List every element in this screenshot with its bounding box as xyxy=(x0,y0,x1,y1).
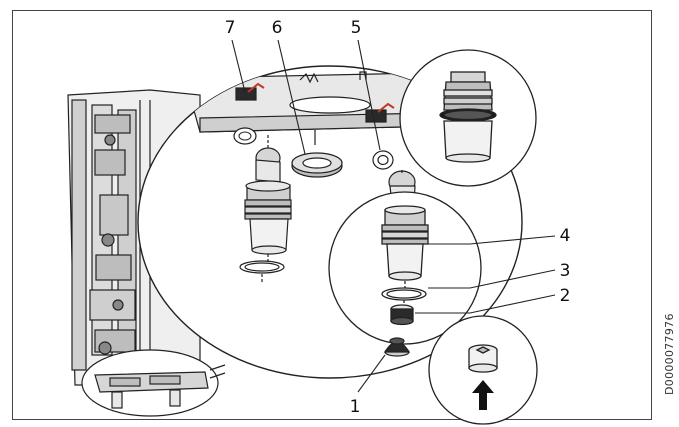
figure-frame xyxy=(12,10,652,420)
top-right-detail-circle xyxy=(399,49,537,187)
bottom-right-detail-circle xyxy=(428,315,538,425)
callout-6: 6 xyxy=(272,18,283,38)
cap-part-1 xyxy=(383,337,411,357)
callout-3: 3 xyxy=(560,261,571,281)
callout-5: 5 xyxy=(351,18,362,38)
middle-right-detail-circle xyxy=(328,191,482,345)
callout-4: 4 xyxy=(560,226,571,246)
connector-left xyxy=(239,135,292,284)
callout-2: 2 xyxy=(560,286,571,306)
grommet-part-6 xyxy=(291,152,343,178)
arrow-up-icon xyxy=(472,380,494,410)
strainer-part-2 xyxy=(390,304,414,326)
callout-1: 1 xyxy=(350,397,361,417)
leader-lines xyxy=(231,39,556,393)
callout-7: 7 xyxy=(225,18,236,38)
document-id: D0000077976 xyxy=(663,313,676,395)
bottom-detail-ellipse xyxy=(81,349,226,417)
small-ring-part-5 xyxy=(372,150,394,170)
